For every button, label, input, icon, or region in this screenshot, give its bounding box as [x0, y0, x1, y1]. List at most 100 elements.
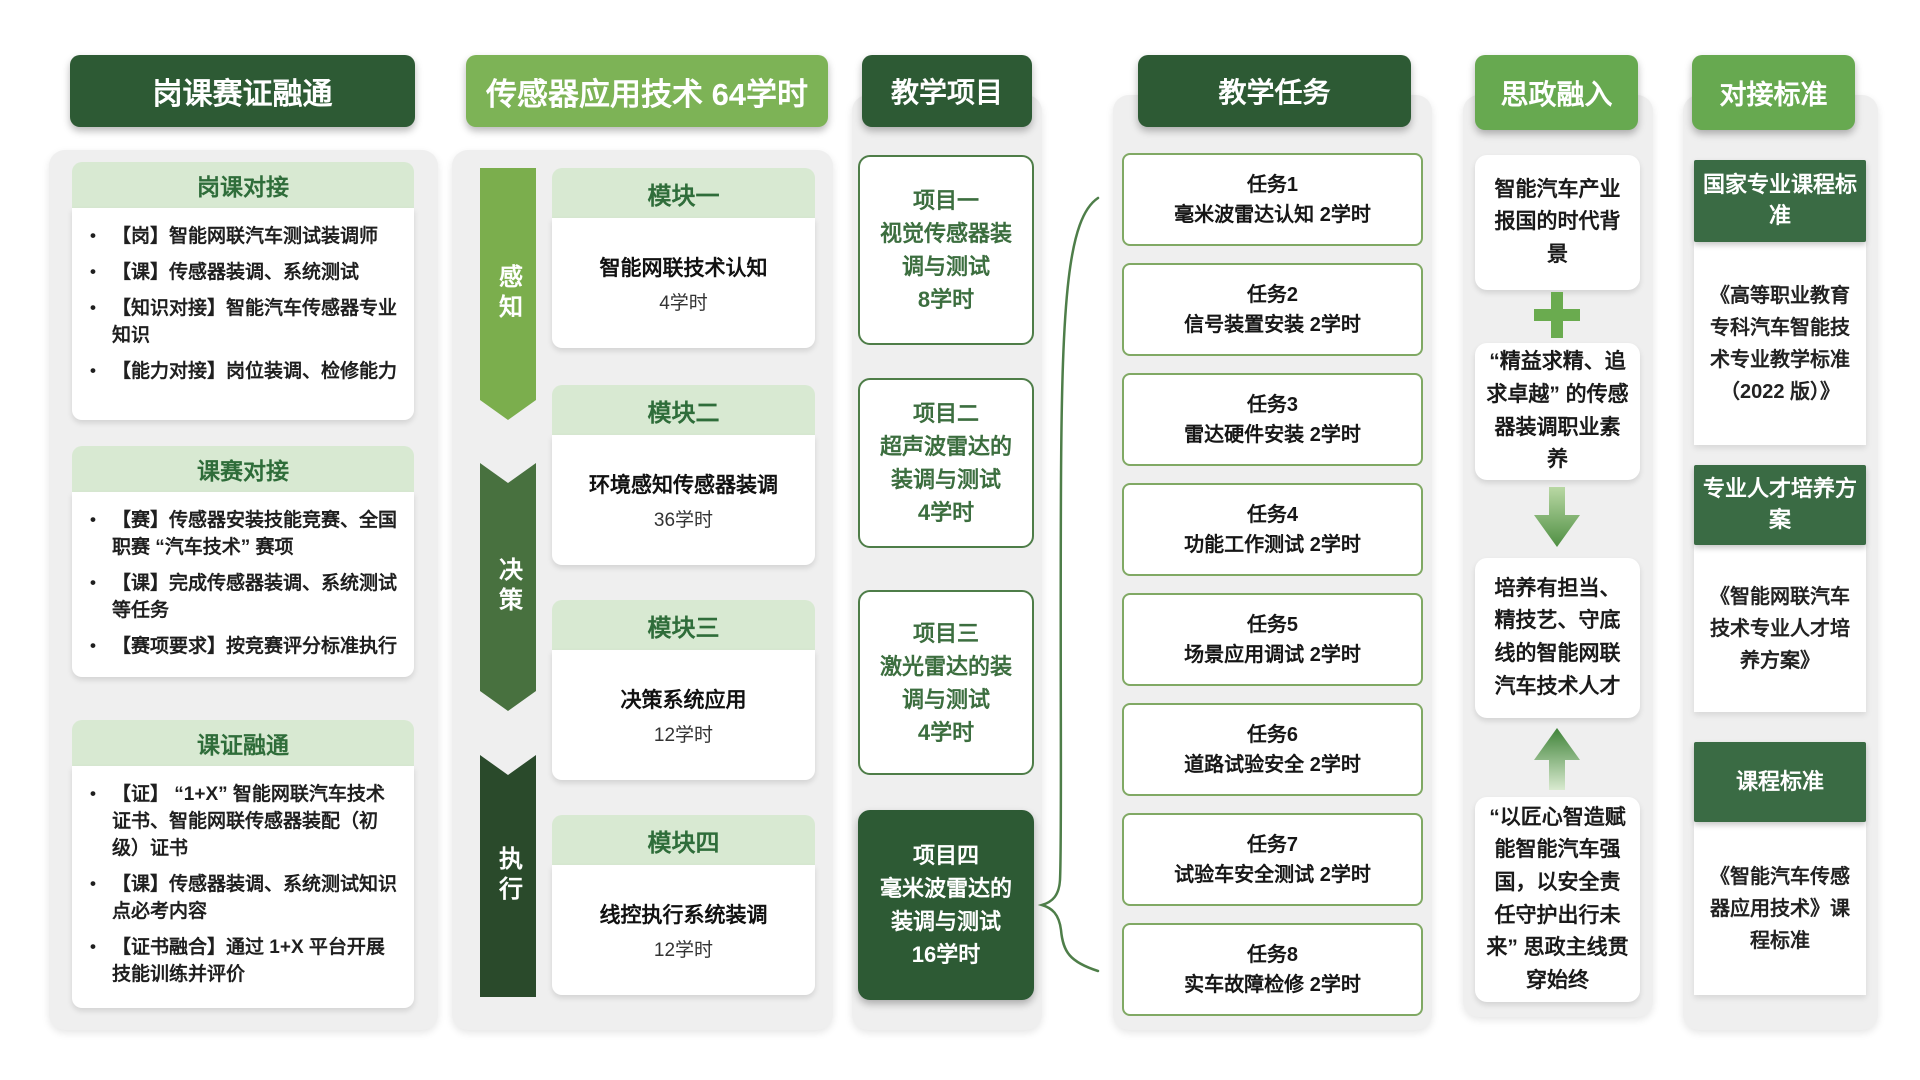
project-1: 项目一 视觉传感器装调与测试 8学时 — [858, 155, 1034, 345]
standard-3-title: 课程标准 — [1694, 742, 1866, 822]
col4-title: 教学任务 — [1218, 77, 1331, 108]
col2-title: 传感器应用技术 64学时 — [485, 76, 809, 112]
task-6-desc: 道路试验安全 2学时 — [1184, 753, 1361, 776]
standard-3-body: 《智能汽车传感器应用技术》课程标准 — [1694, 822, 1866, 995]
brace-connector — [1037, 196, 1100, 973]
module4-body: 线控执行系统装调 12学时 — [552, 865, 815, 995]
task-3: 任务3 雷达硬件安装 2学时 — [1122, 373, 1423, 466]
spirit-box-1: 智能汽车产业报国的时代背景 — [1475, 155, 1640, 290]
col5-title: 思政融入 — [1500, 78, 1613, 110]
standard-1-title: 国家专业课程标准 — [1694, 160, 1866, 242]
module2-hours: 36学时 — [653, 509, 714, 531]
col2-header: 传感器应用技术 64学时 — [466, 55, 828, 127]
standard-1-body: 《高等职业教育专科汽车智能技术专业教学标准（2022 版）》 — [1694, 242, 1866, 445]
bullet-icon: • — [90, 226, 96, 245]
module4-name: 线控执行系统装调 — [599, 903, 768, 927]
list-item: • 【证】 “1+X” 智能网联汽车技术证书、智能网联传感器装配（初级）证书 — [90, 782, 398, 863]
module3-title: 模块三 — [647, 614, 720, 642]
col6-title: 对接标准 — [1719, 80, 1828, 110]
standard-2-title: 专业人才培养方案 — [1694, 465, 1866, 545]
standard-3-body-text: 《智能汽车传感器应用技术》课程标准 — [1710, 865, 1850, 952]
spirit-box-3: 培养有担当、精技艺、守底线的智能网联汽车技术人才 — [1475, 558, 1640, 718]
list-item: • 【课】完成传感器装调、系统测试等任务 — [90, 571, 398, 625]
bullet-icon: • — [90, 360, 96, 380]
project-1-name: 视觉传感器装调与测试 — [879, 221, 1012, 279]
project-3-name: 激光雷达的装调与测试 — [879, 653, 1012, 712]
bullet-icon: • — [90, 261, 96, 281]
standard-1-body-text: 《高等职业教育专科汽车智能技术专业教学标准（2022 版）》 — [1710, 284, 1850, 403]
project-4-title: 项目四 — [912, 843, 979, 868]
col1-section2-title: 课赛对接 — [197, 458, 289, 484]
ribbon-decision-label: 决策 — [494, 557, 522, 617]
col3-title: 教学项目 — [890, 77, 1003, 108]
list-item-text: 【课】传感器装调、系统测试 — [112, 261, 360, 283]
task-3-desc: 雷达硬件安装 2学时 — [1184, 423, 1361, 446]
task-2-desc: 信号装置安装 2学时 — [1184, 313, 1361, 336]
task-1-desc: 毫米波雷达认知 2学时 — [1174, 203, 1371, 226]
task-6-number: 任务6 — [1246, 723, 1299, 746]
project-3: 项目三 激光雷达的装调与测试 4学时 — [858, 590, 1034, 775]
list-item-text: 【课】传感器装调、系统测试知识点必考内容 — [112, 873, 398, 922]
module2-name: 环境感知传感器装调 — [589, 473, 778, 497]
project-4-hours: 16学时 — [911, 942, 981, 967]
module1-hours: 4学时 — [659, 292, 708, 314]
task-2: 任务2 信号装置安装 2学时 — [1122, 263, 1423, 356]
task-8-number: 任务8 — [1246, 943, 1299, 966]
col3-header: 教学项目 — [862, 55, 1032, 127]
project-1-title: 项目一 — [912, 188, 979, 213]
bullet-icon: • — [90, 297, 96, 317]
module2-header: 模块二 — [552, 385, 815, 435]
col1-header: 岗课赛证融通 — [70, 55, 415, 127]
project-2: 项目二 超声波雷达的装调与测试 4学时 — [858, 378, 1034, 548]
bullet-icon: • — [90, 873, 96, 893]
list-item: • 【证书融合】通过 1+X 平台开展技能训练并评价 — [90, 935, 398, 989]
list-item-text: 【课】完成传感器装调、系统测试等任务 — [112, 572, 398, 621]
plus-vertical-bar — [1551, 292, 1563, 338]
project-4-name: 毫米波雷达的装调与测试 — [879, 876, 1012, 934]
bullet-icon: • — [90, 784, 96, 803]
list-item-text: 【证】 “1+X” 智能网联汽车技术证书、智能网联传感器装配（初级）证书 — [112, 784, 385, 859]
ribbon-perception: 感知 — [480, 168, 536, 420]
task-7: 任务7 试验车安全测试 2学时 — [1122, 813, 1423, 906]
arrow-up-icon — [1534, 728, 1580, 790]
project-2-title: 项目二 — [912, 401, 979, 426]
task-8-desc: 实车故障检修 2学时 — [1184, 973, 1361, 996]
project-1-hours: 8学时 — [917, 287, 975, 312]
spirit-box-4-text: “以匠心智造赋能智能汽车强国，以安全责任守护出行未来” 思政主线贯穿始终 — [1486, 805, 1629, 992]
project-4-highlighted: 项目四 毫米波雷达的装调与测试 16学时 — [858, 810, 1034, 1000]
col1-section2-body: • 【赛】传感器安装技能竞赛、全国职赛 “汽车技术” 赛项 • 【课】完成传感器… — [72, 492, 414, 677]
list-item: • 【赛项要求】按竞赛评分标准执行 — [90, 634, 398, 661]
col6-header: 对接标准 — [1692, 55, 1855, 130]
list-item-text: 【赛项要求】按竞赛评分标准执行 — [112, 635, 398, 657]
ribbon-decision: 决策 — [480, 463, 536, 711]
project-3-title: 项目三 — [912, 620, 979, 646]
module1-body: 智能网联技术认知 4学时 — [552, 218, 815, 348]
module2-title: 模块二 — [647, 399, 720, 427]
task-1-number: 任务1 — [1246, 173, 1299, 196]
project-3-hours: 4学时 — [917, 719, 975, 745]
task-5-number: 任务5 — [1246, 613, 1299, 636]
col1-section3-header: 课证融通 — [72, 720, 414, 766]
ribbon-execution: 执行 — [480, 755, 536, 997]
module1-title: 模块一 — [647, 182, 720, 210]
col5-header: 思政融入 — [1475, 55, 1638, 130]
list-item-text: 【知识对接】智能汽车传感器专业知识 — [112, 297, 398, 346]
module3-body: 决策系统应用 12学时 — [552, 650, 815, 780]
spirit-box-4: “以匠心智造赋能智能汽车强国，以安全责任守护出行未来” 思政主线贯穿始终 — [1475, 797, 1640, 1002]
task-5-desc: 场景应用调试 2学时 — [1184, 643, 1361, 666]
arrow-down-icon — [1534, 487, 1580, 547]
module1-header: 模块一 — [552, 168, 815, 218]
list-item: • 【能力对接】岗位装调、检修能力 — [90, 359, 398, 386]
bullet-icon: • — [90, 510, 96, 529]
module4-header: 模块四 — [552, 815, 815, 865]
bullet-icon: • — [90, 635, 96, 655]
project-2-hours: 4学时 — [917, 500, 975, 525]
col1-section3-title: 课证融通 — [197, 732, 289, 758]
task-5: 任务5 场景应用调试 2学时 — [1122, 593, 1423, 686]
task-8: 任务8 实车故障检修 2学时 — [1122, 923, 1423, 1016]
list-item-text: 【证书融合】通过 1+X 平台开展技能训练并评价 — [112, 936, 385, 985]
module3-name: 决策系统应用 — [620, 688, 747, 712]
task-4: 任务4 功能工作测试 2学时 — [1122, 483, 1423, 576]
spirit-box-3-text: 培养有担当、精技艺、守底线的智能网联汽车技术人才 — [1494, 576, 1621, 698]
